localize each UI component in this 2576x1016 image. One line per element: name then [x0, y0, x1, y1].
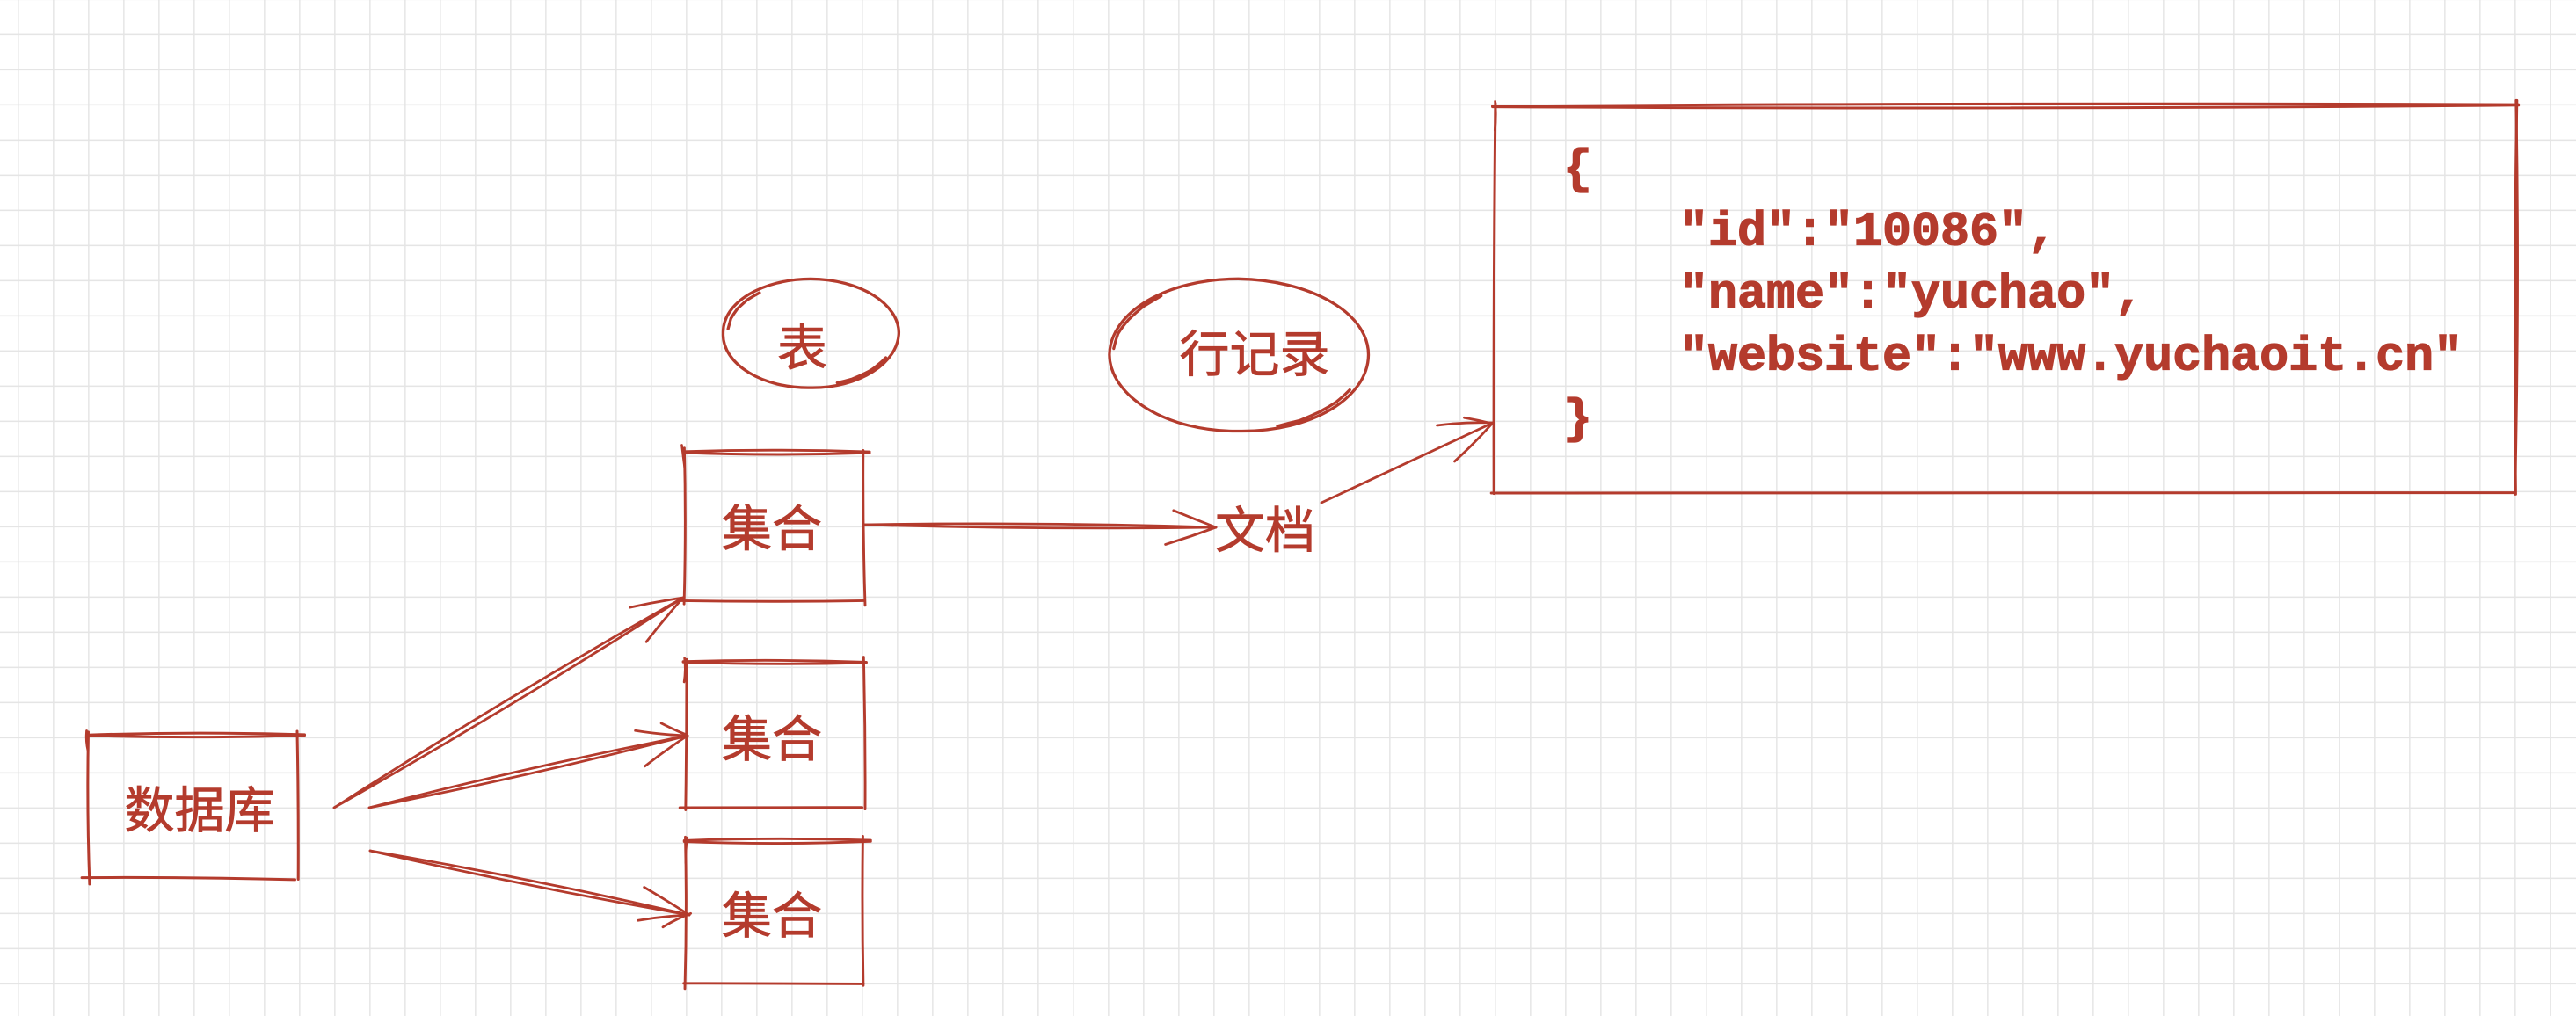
- svg-text:{: {: [1563, 142, 1592, 198]
- svg-text:}: }: [1563, 392, 1592, 447]
- svg-text:"website":"www.yuchaoit.cn": "website":"www.yuchaoit.cn": [1679, 330, 2463, 385]
- svg-text:"name":"yuchao",: "name":"yuchao",: [1679, 267, 2143, 323]
- svg-text:"id":"10086",: "id":"10086",: [1679, 205, 2056, 260]
